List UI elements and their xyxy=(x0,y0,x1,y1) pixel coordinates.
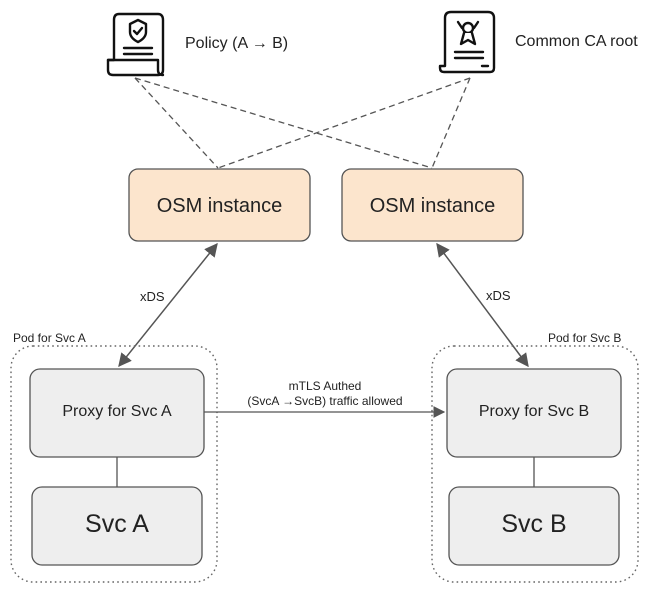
policy-to-osm-b-line xyxy=(134,77,433,169)
osm-instance-b-box xyxy=(341,168,524,242)
xds-b-label: xDS xyxy=(486,288,511,303)
pod-a-label: Pod for Svc A xyxy=(13,331,86,345)
ca-to-osm-b-line xyxy=(431,77,471,169)
svc-a-label: Svc A xyxy=(85,510,149,538)
dashed-trust-lines xyxy=(134,77,471,169)
proxy-b-label: Proxy for Svc B xyxy=(478,403,590,420)
osm-instance-a-label: OSM instance xyxy=(156,195,283,217)
policy-to-osm-a-line xyxy=(134,77,219,169)
osm-instance-a-box xyxy=(128,168,311,242)
xds-a-label: xDS xyxy=(140,289,165,304)
xds-b-arrow xyxy=(436,242,529,368)
svc-b-label: Svc B xyxy=(501,510,567,538)
svc-a-box xyxy=(31,486,203,566)
pod-b-label: Pod for Svc B xyxy=(548,331,622,345)
proxy-a-label: Proxy for Svc A xyxy=(62,403,172,420)
ca-root-label: Common CA root xyxy=(515,33,638,50)
ca-to-osm-a-line xyxy=(217,77,471,169)
policy-document-icon xyxy=(106,12,165,77)
osm-instance-b-label: OSM instance xyxy=(369,195,496,217)
policy-label: Policy (A → B) xyxy=(185,35,289,52)
certificate-icon xyxy=(438,10,496,74)
mtls-label-line2: (SvcA →SvcB) traffic allowed xyxy=(247,394,403,408)
mtls-label-line1: mTLS Authed xyxy=(288,379,362,393)
svc-b-box xyxy=(448,486,620,566)
